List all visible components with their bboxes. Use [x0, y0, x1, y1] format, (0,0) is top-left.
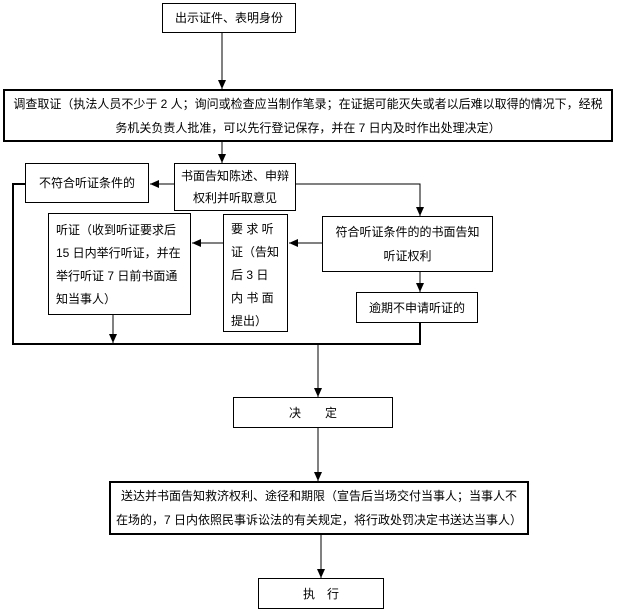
connector-collector-line: [12, 183, 421, 345]
node-deliver-decision: 送达并书面告知救济权利、途径和期限（宣告后当场交付当事人；当事人不 在场的，7 …: [109, 481, 529, 535]
node-decision: 决 定: [233, 397, 393, 428]
node-request-hearing: 要 求 听 证（告知 后 3 日 内 书 面 提出）: [223, 214, 288, 332]
connector-notify-to-qualified: [296, 183, 424, 216]
node-notify-statement-defense-rights: 书面告知陈述、申辩 权利并听取意见: [174, 163, 296, 211]
node-overdue-no-hearing-request: 逾期不申请听证的: [356, 292, 478, 323]
node-execute: 执 行: [258, 578, 384, 609]
node-hold-hearing: 听证（收到听证要求后 15 日内举行听证，并在 举行听证 7 日前书面通 知当事…: [48, 213, 191, 315]
node-not-meeting-hearing-conditions: 不符合听证条件的: [25, 163, 149, 203]
node-investigate-evidence: 调查取证（执法人员不少于 2 人；询问或检查应当制作笔录；在证据可能灭失或者以后…: [3, 89, 613, 142]
node-qualified-notify-hearing-right: 符合听证条件的的书面告知 听证权利: [322, 216, 493, 272]
node-show-credentials: 出示证件、表明身份: [162, 3, 296, 33]
